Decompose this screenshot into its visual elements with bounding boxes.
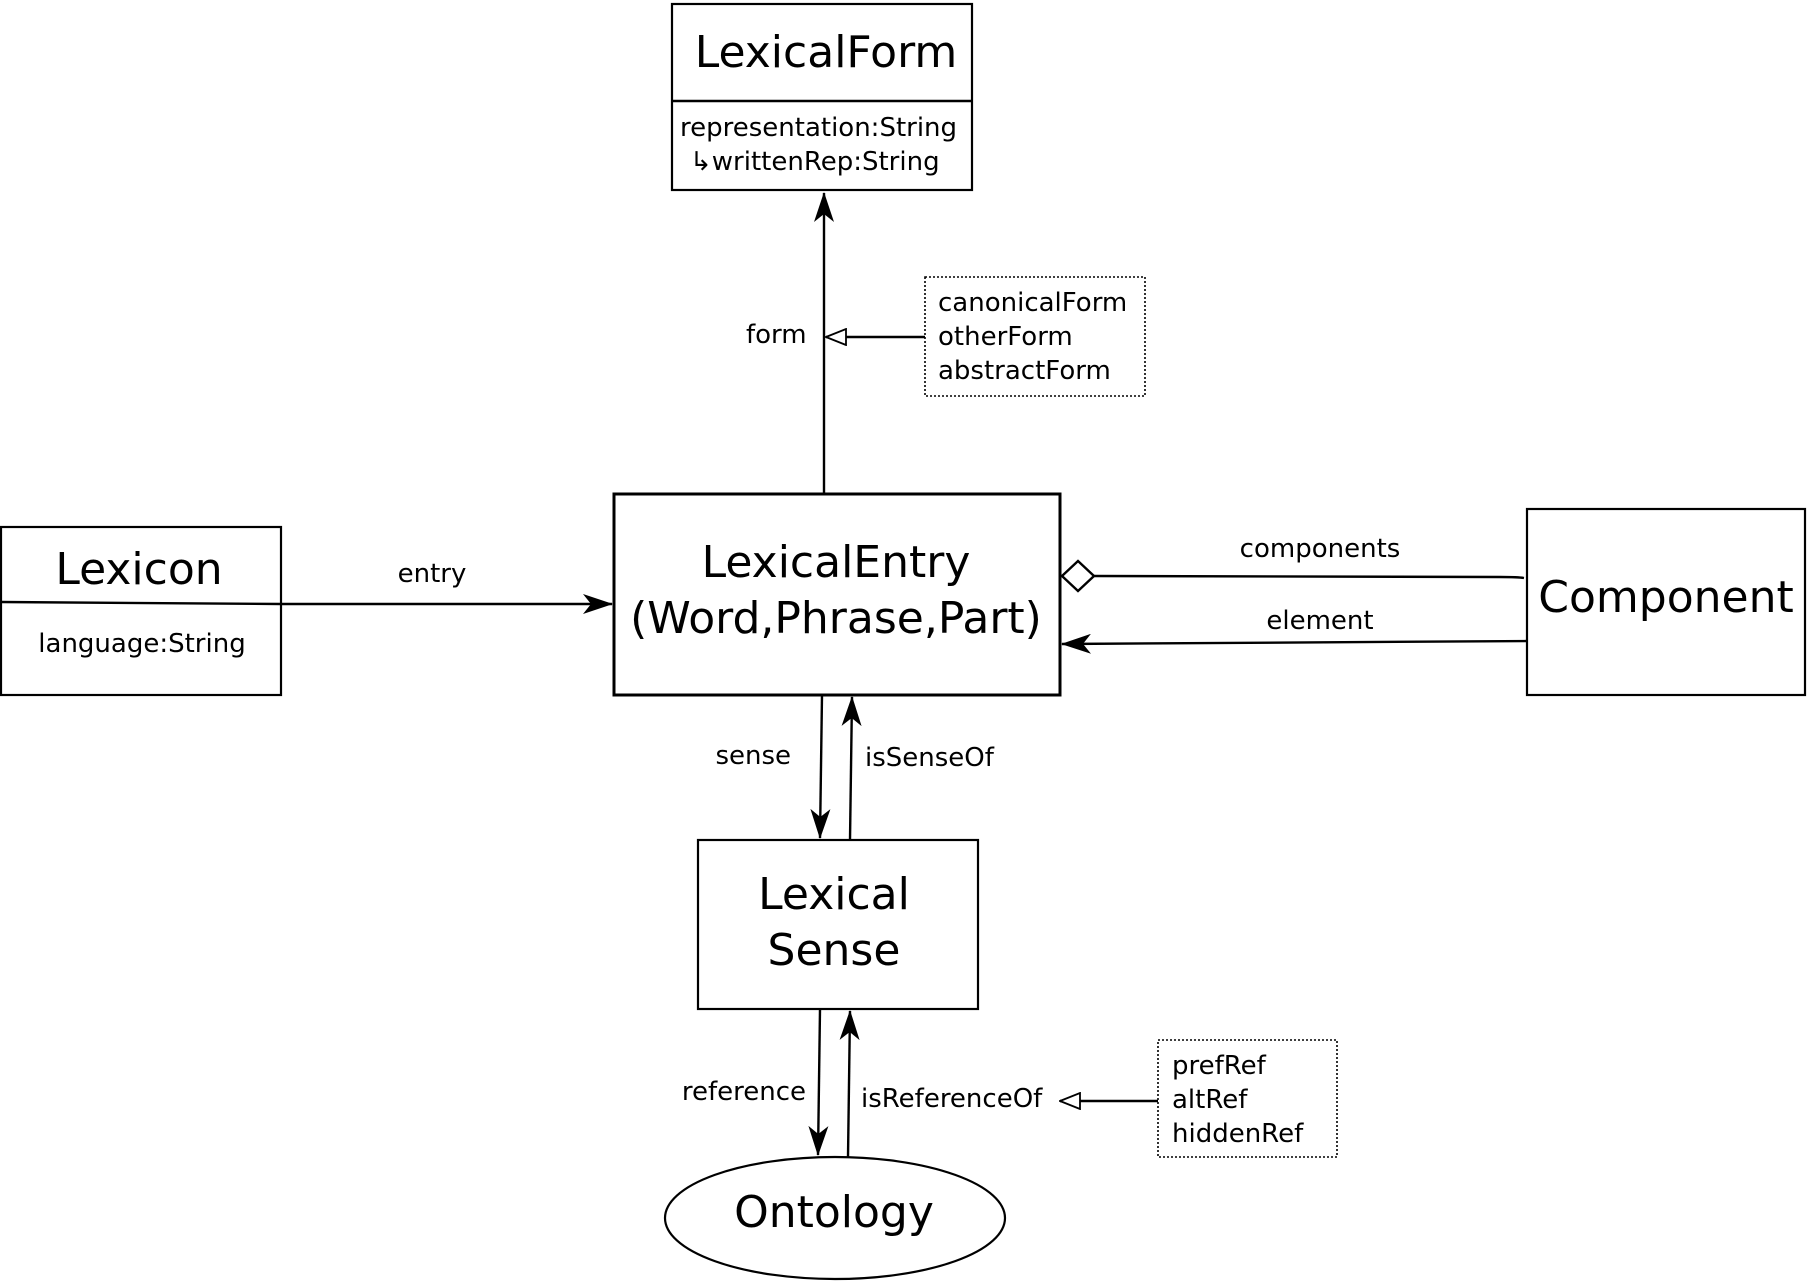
reference-label: reference (682, 1077, 806, 1107)
lexicon-box (0, 525, 283, 697)
components-line (1093, 574, 1525, 580)
note-abstract-form: abstractForm (938, 356, 1111, 386)
note-canonical-form: canonicalForm (938, 288, 1127, 318)
aggregation-diamond-icon (1060, 559, 1096, 593)
entry-relation: entry (281, 559, 613, 614)
lexical-sense-title-line1: Lexical (758, 869, 910, 920)
ontology-ellipse (663, 1155, 1007, 1281)
entry-label: entry (398, 559, 467, 589)
lexical-form-title: LexicalForm (695, 27, 958, 78)
is-sense-of-arrow (841, 696, 862, 841)
element-arrow (1061, 633, 1528, 654)
lexicon-title: Lexicon (55, 544, 222, 595)
reference-subproperties-note (1157, 1039, 1338, 1158)
component-title: Component (1538, 572, 1793, 623)
sense-arrow (810, 694, 831, 839)
element-relation: element (1061, 606, 1528, 654)
lexical-form-attribute-written-rep: ↳writtenRep:String (690, 147, 940, 177)
sense-relations: sense isSenseOf (715, 694, 995, 841)
components-label: components (1240, 534, 1401, 564)
is-sense-of-label: isSenseOf (865, 743, 995, 773)
form-relation: form canonicalForm otherForm abstractFor… (746, 192, 1146, 494)
element-label: element (1266, 606, 1373, 636)
lexicon-class: Lexicon language:String (0, 525, 283, 697)
lexical-form-attribute-representation: representation:String (680, 113, 957, 143)
lexical-sense-class: Lexical Sense (696, 838, 980, 1011)
lexical-form-class: LexicalForm representation:String ↳writt… (670, 2, 974, 192)
note-other-form: otherForm (938, 322, 1073, 352)
reference-arrow (808, 1008, 829, 1156)
note-pref-ref: prefRef (1172, 1051, 1267, 1081)
lexical-sense-title-line2: Sense (768, 925, 901, 976)
components-relation: components (1060, 534, 1525, 593)
lexical-entry-subtitle: (Word,Phrase,Part) (630, 593, 1042, 644)
lexical-entry-title: LexicalEntry (702, 537, 971, 588)
note-alt-ref: altRef (1172, 1085, 1248, 1115)
lexical-form-box (670, 2, 974, 192)
component-box (1525, 507, 1807, 697)
lexical-sense-box (696, 838, 980, 1011)
lexicon-attribute-language: language:String (38, 629, 245, 659)
sense-label: sense (715, 741, 791, 771)
lexicon-divider (0, 600, 282, 606)
is-reference-of-arrow (839, 1010, 860, 1158)
is-reference-of-label: isReferenceOf (861, 1084, 1043, 1114)
component-class: Component (1525, 507, 1807, 697)
lexical-entry-class: LexicalEntry (Word,Phrase,Part) (612, 492, 1062, 697)
form-subproperties-note (924, 276, 1146, 397)
form-label: form (746, 320, 807, 350)
ontology-title: Ontology (734, 1187, 934, 1238)
reference-relations: reference isReferenceOf prefRef altRef h… (682, 1008, 1338, 1158)
lexical-entry-box (612, 492, 1062, 697)
ontology-node: Ontology (663, 1155, 1007, 1281)
note-hidden-ref: hiddenRef (1172, 1119, 1304, 1149)
